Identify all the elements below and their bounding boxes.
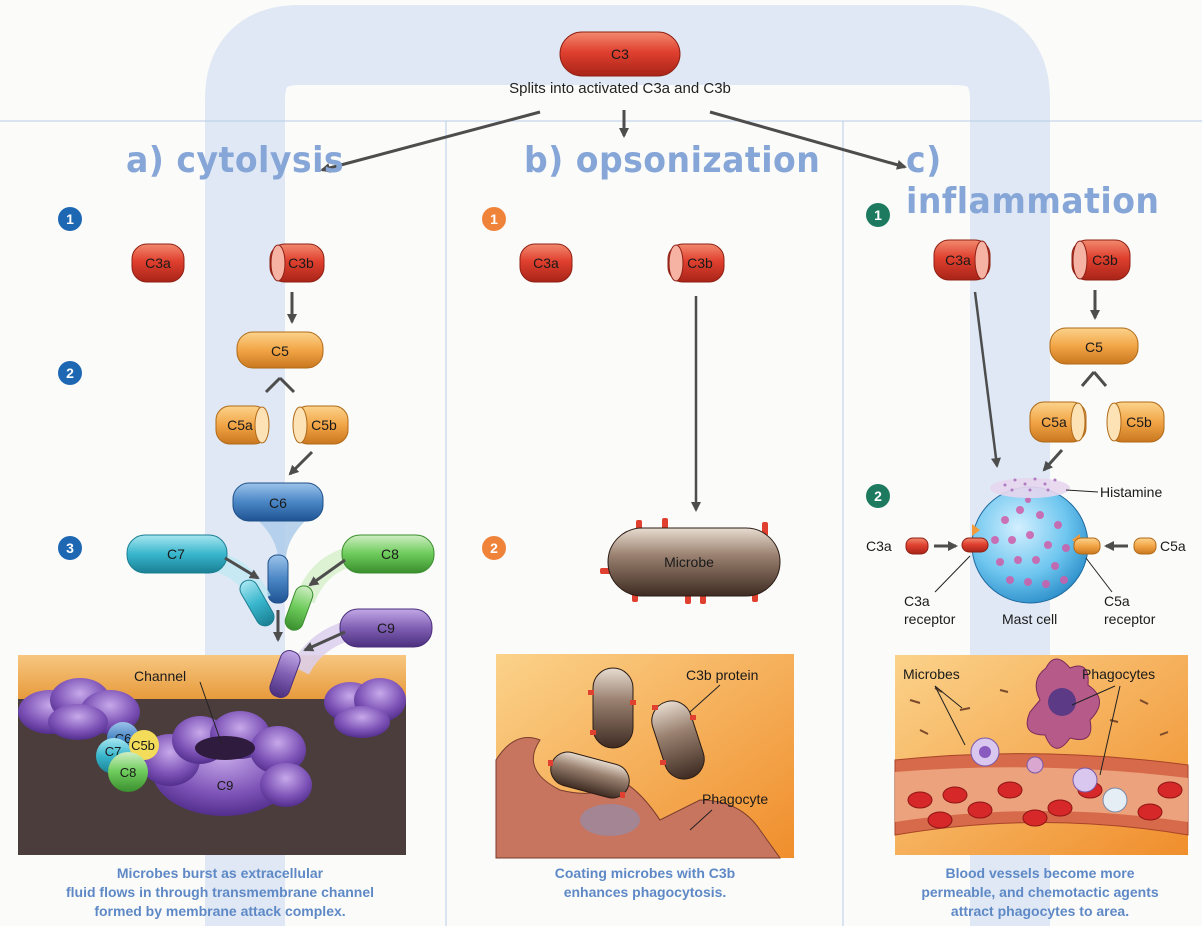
split-caption: Splits into activated C3a and C3b	[509, 80, 731, 97]
svg-text:C5a: C5a	[227, 417, 253, 433]
svg-text:C5a: C5a	[1041, 414, 1067, 430]
svg-text:C3b: C3b	[687, 255, 713, 271]
step-1-badge: 1	[866, 203, 890, 227]
pore-left	[18, 678, 140, 740]
c5b-capsule: C5b	[292, 405, 349, 445]
microbe: Microbe	[600, 518, 781, 604]
c3a-receptor-line2: receptor	[904, 611, 956, 627]
svg-text:C5: C5	[271, 343, 289, 359]
c9-protein: C9	[269, 608, 433, 698]
c3a-capsule: C3a	[131, 243, 185, 283]
cytolysis-title: a) cytolysis	[126, 140, 345, 181]
svg-text:C5: C5	[1085, 339, 1103, 355]
step-1-badge: 1	[482, 207, 506, 231]
c5a-capsule: C5a	[215, 405, 270, 445]
inflammation-panel: C3a C3b C5 C5a C5b	[866, 239, 1189, 855]
opsonization-panel: C3a C3b Microbe	[495, 243, 794, 859]
step-2-badge: 2	[58, 361, 82, 385]
c3-capsule: C3	[559, 31, 681, 77]
svg-text:C9: C9	[217, 778, 234, 793]
c5a-receptor-line1: C5a	[1104, 593, 1130, 609]
membrane-attack-complex: C9 C6 C7 C5b C8	[96, 711, 312, 816]
svg-text:Microbe: Microbe	[664, 554, 714, 570]
c3a-label: C3a	[866, 538, 892, 554]
svg-text:C7: C7	[167, 546, 185, 562]
microbes-label: Microbes	[903, 666, 960, 682]
opsonization-title: b) opsonization	[524, 140, 821, 181]
c3-label: C3	[611, 46, 629, 62]
step-3-badge: 3	[58, 536, 82, 560]
c5a-capsule: C5a	[1029, 401, 1087, 443]
phagocytosis-scene: C3b protein Phagocyte	[495, 654, 794, 859]
c5-capsule: C5	[236, 331, 324, 369]
step-1-badge: 1	[58, 207, 82, 231]
phagocyte-label: Phagocyte	[702, 791, 768, 807]
c5a-label: C5a	[1160, 538, 1186, 554]
c3a-capsule: C3a	[933, 239, 991, 281]
svg-text:C3a: C3a	[145, 255, 171, 271]
cytolysis-caption: Microbes burst as extracellular fluid fl…	[65, 865, 375, 919]
svg-text:C6: C6	[269, 495, 287, 511]
c5a-receptor-line2: receptor	[1104, 611, 1156, 627]
c3a-receptor-line1: C3a	[904, 593, 930, 609]
svg-text:C5b: C5b	[1126, 414, 1152, 430]
svg-text:C3b: C3b	[288, 255, 314, 271]
svg-text:C3b: C3b	[1092, 252, 1118, 268]
step-2-badge: 2	[482, 536, 506, 560]
c8-protein: C8	[284, 534, 435, 631]
svg-text:C3a: C3a	[945, 252, 971, 268]
svg-text:C9: C9	[377, 620, 395, 636]
c3b-capsule: C3b	[269, 243, 325, 283]
blood-vessel-scene: Microbes Phagocytes	[894, 655, 1189, 855]
inflammation-caption: Blood vessels become more permeable, and…	[921, 865, 1159, 919]
step-2-badge: 2	[866, 484, 890, 508]
cytolysis-panel: C3a C3b C5 C5a C5b C6	[18, 243, 435, 855]
svg-text:C8: C8	[120, 765, 137, 780]
svg-text:C3a: C3a	[533, 255, 559, 271]
phagocytes-label: Phagocytes	[1082, 666, 1155, 682]
histamine-label: Histamine	[1100, 484, 1162, 500]
opsonization-caption: Coating microbes with C3b enhances phago…	[554, 865, 736, 900]
c5-capsule: C5	[1049, 327, 1139, 365]
c3b-capsule: C3b	[1071, 239, 1131, 281]
c7-protein: C7	[126, 534, 275, 627]
c5b-capsule: C5b	[1106, 401, 1165, 443]
mast-cell-label: Mast cell	[1002, 611, 1057, 627]
mast-cell	[961, 477, 1101, 604]
c3b-protein-label: C3b protein	[686, 667, 758, 683]
c3a-capsule: C3a	[519, 243, 573, 283]
inflammation-title: c) inflammation	[906, 140, 1160, 222]
c6-protein: C6	[232, 482, 324, 604]
c3b-capsule: C3b	[667, 243, 725, 283]
pore-right	[324, 678, 406, 738]
svg-text:C8: C8	[381, 546, 399, 562]
svg-text:C5b: C5b	[311, 417, 337, 433]
svg-text:C5b: C5b	[131, 738, 155, 753]
channel-label: Channel	[134, 668, 186, 684]
